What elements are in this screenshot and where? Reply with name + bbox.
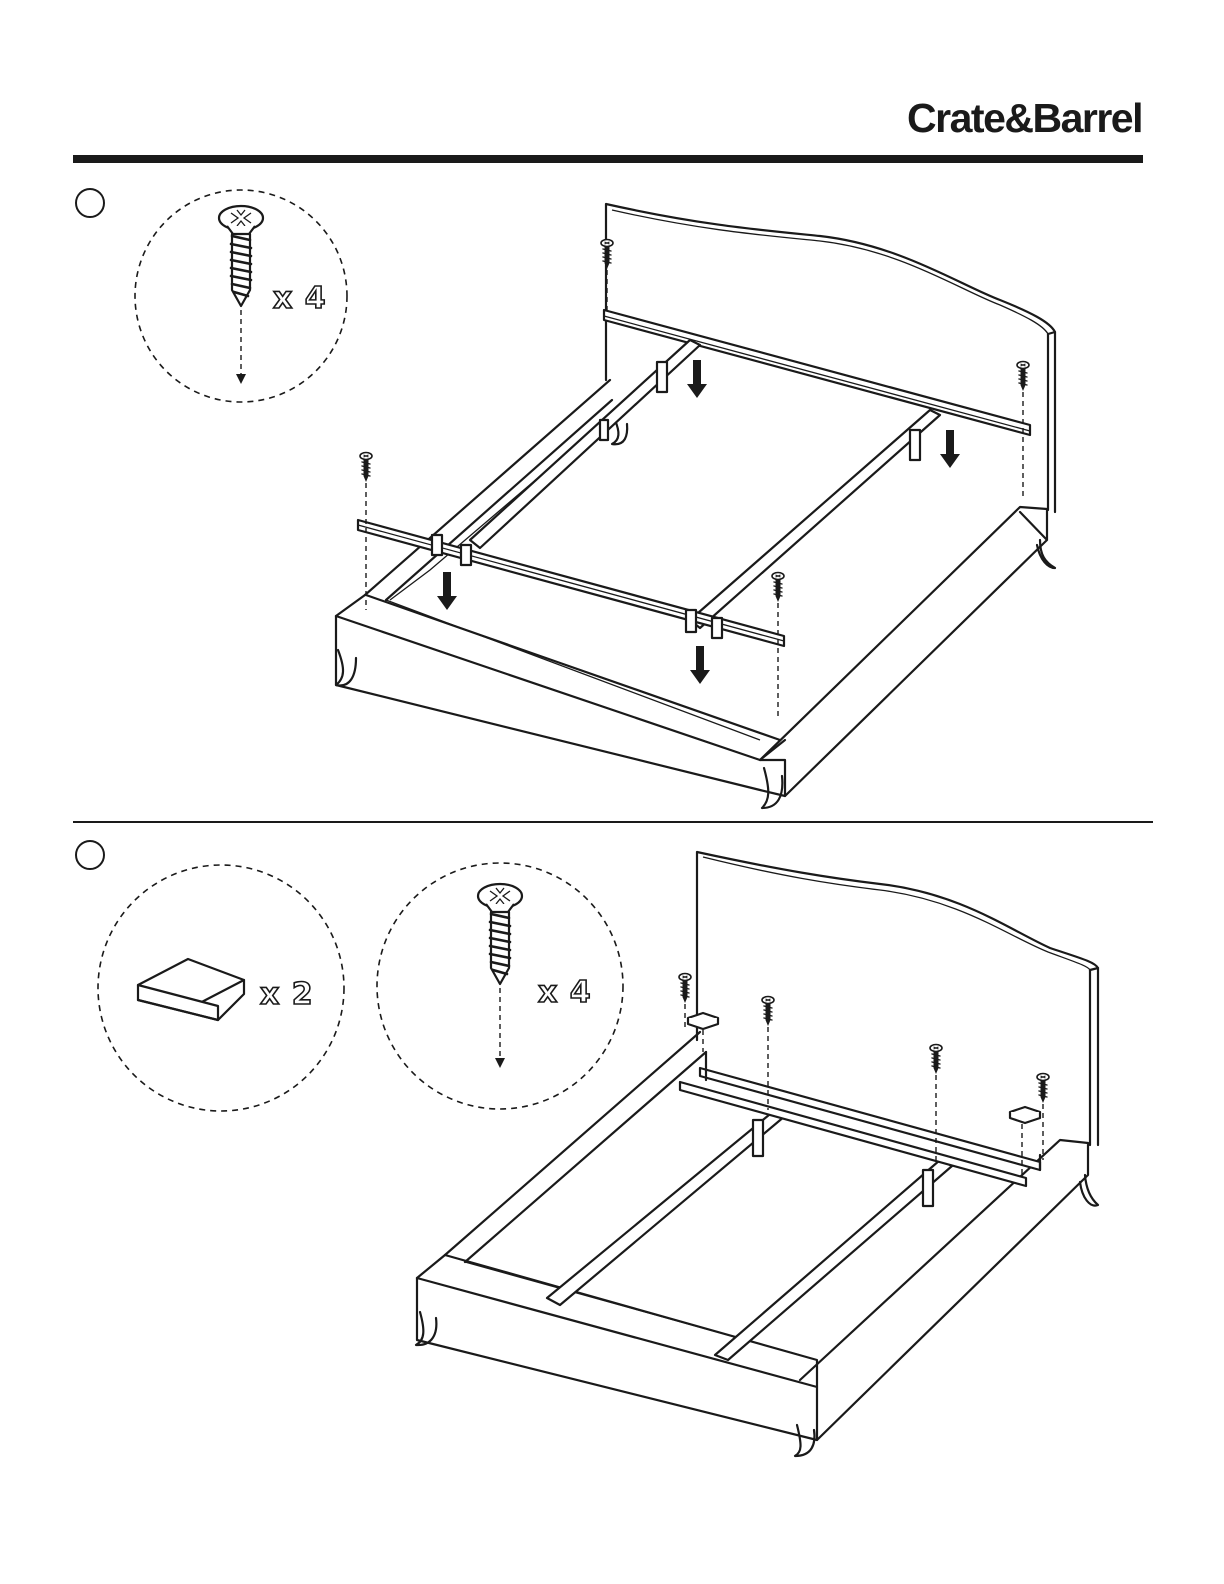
screw-icon <box>219 206 263 306</box>
wood-block-icon <box>138 959 244 1020</box>
step-1-detail-bubble <box>135 190 347 402</box>
screw-icon <box>478 884 522 984</box>
step-2-screw-quantity: x 4 <box>538 978 592 1008</box>
step-2-number <box>75 840 105 870</box>
step-2-block-quantity: x 2 <box>260 980 314 1010</box>
step-1-bed-frame <box>336 204 1055 808</box>
step-divider <box>73 821 1153 823</box>
step-2-bed-frame <box>416 852 1098 1456</box>
